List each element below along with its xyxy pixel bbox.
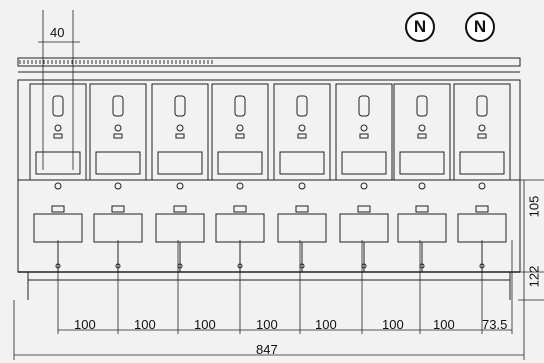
terminal-block [217,151,263,175]
neutral-badge-right: N [465,12,495,42]
fuse-slot [52,95,64,117]
screw-upper [176,124,184,132]
terminal-block [95,151,141,175]
contact-window [155,213,205,243]
fuse-slot [476,95,488,117]
screw-mid [418,182,426,190]
module-upper-housing [453,83,511,181]
module-upper-housing [211,83,269,181]
screw-mid [114,182,122,190]
screw-mid [298,182,306,190]
terminal-block [279,151,325,175]
dim-spacing-label-5: 100 [315,317,337,332]
module-upper-housing [89,83,147,181]
screw-upper [418,124,426,132]
contact-tab [357,205,371,213]
lower-body-outline [17,179,521,273]
screw-mid [236,182,244,190]
contact-window [457,213,507,243]
neutral-badge-left: N [405,12,435,42]
contact-tab [415,205,429,213]
terminal-block [341,151,387,175]
spacing-extension-lines [57,240,513,334]
contact-window [93,213,143,243]
module-upper-housing [273,83,331,181]
dim-spacing-label-7: 100 [433,317,455,332]
clip-upper [113,133,123,139]
neutral-badge-right-label: N [473,17,487,36]
screw-upper [478,124,486,132]
dim-122-label: 122 [526,265,542,288]
clip-upper [417,133,427,139]
neutral-badge-left-label: N [413,17,427,36]
dimension-lines [13,10,544,360]
screw-upper [54,124,62,132]
clip-upper [359,133,369,139]
dim-847-label: 847 [256,342,278,357]
screw-mid [478,182,486,190]
screw-mid [54,182,62,190]
modules [29,83,511,272]
fuse-slot [174,95,186,117]
dim-spacing-label-4: 100 [256,317,278,332]
fuse-slot [296,95,308,117]
terminal-block [399,151,445,175]
dim-spacing-label-6: 100 [382,317,404,332]
contact-tab [173,205,187,213]
dim-spacing-label-8: 73.5 [482,317,508,332]
clip-upper [53,133,63,139]
screw-upper [114,124,122,132]
contact-window [215,213,265,243]
clip-upper [297,133,307,139]
contact-window [339,213,389,243]
top-mounting-rail [17,57,521,67]
module-6 [335,83,393,272]
dim-spacing-label-2: 100 [134,317,156,332]
module-5 [273,83,331,272]
module-3 [151,83,209,272]
fuse-slot [358,95,370,117]
module-upper-housing [29,83,87,181]
screw-upper [236,124,244,132]
contact-tab [233,205,247,213]
module-upper-housing [151,83,209,181]
screw-upper [360,124,368,132]
contact-tab [295,205,309,213]
contact-window [33,213,83,243]
dim-105-label: 105 [526,195,542,218]
contact-tab [51,205,65,213]
dim-spacing-label-1: 100 [74,317,96,332]
clip-upper [175,133,185,139]
clip-upper [235,133,245,139]
fuse-slot [416,95,428,117]
terminal-block [157,151,203,175]
dim-40-label: 40 [50,25,65,40]
terminal-block [459,151,505,175]
upper-body-outline [17,79,521,181]
fuse-slot [234,95,246,117]
screw-mid [360,182,368,190]
clip-upper [477,133,487,139]
contact-tab [475,205,489,213]
dim-spacing-label-3: 100 [194,317,216,332]
fuse-slot [112,95,124,117]
screw-mid [176,182,184,190]
module-7 [393,83,451,272]
module-upper-housing [393,83,451,181]
contact-tab [111,205,125,213]
terminal-block [35,151,81,175]
contact-window [397,213,447,243]
module-upper-housing [335,83,393,181]
screw-upper [298,124,306,132]
rail-pattern [19,60,213,64]
contact-window [277,213,327,243]
